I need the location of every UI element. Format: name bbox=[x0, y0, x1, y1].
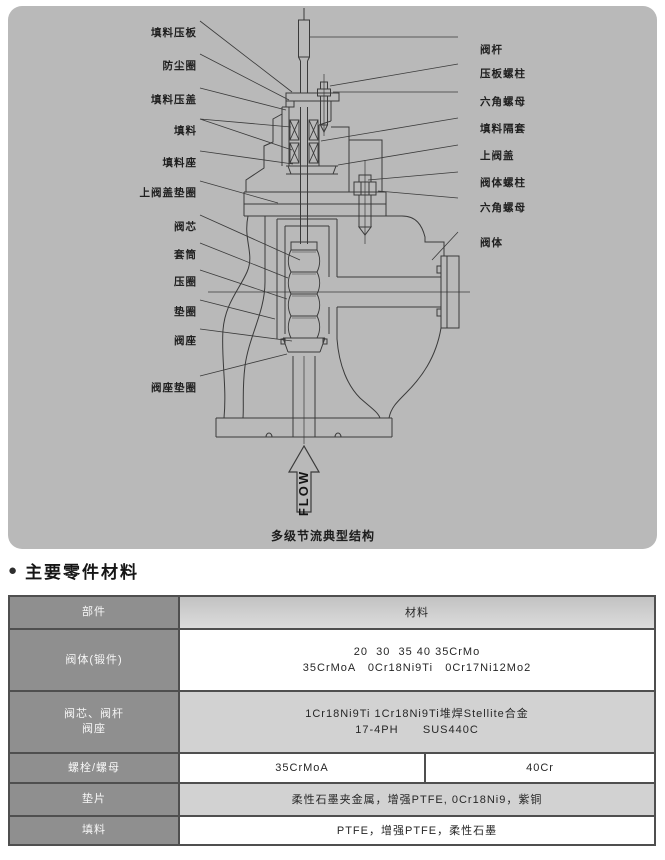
section-header: ● 主要零件材料 bbox=[8, 558, 139, 583]
row-part-cell: 阀芯、阀杆 阀座 bbox=[10, 692, 180, 752]
diagram-panel: FLOW 填料压板 防尘圈 填料压盖 填料 填料座 上阀盖垫圈 阀芯 套筒 压圈… bbox=[8, 6, 657, 549]
row-material-cell: 35CrMoA 40Cr bbox=[180, 754, 654, 782]
part-line: 阀座 bbox=[82, 723, 106, 735]
part-label-right: 压板螺柱 bbox=[480, 68, 526, 80]
part-label-left: 防尘圈 bbox=[162, 60, 197, 72]
part-label-left: 阀座垫圈 bbox=[151, 382, 197, 394]
row-part-cell: 垫片 bbox=[10, 784, 180, 815]
row-material-cell: 20 30 35 40 35CrMo 35CrMoA 0Cr18Ni9Ti 0C… bbox=[180, 630, 654, 690]
col-header-part: 部件 bbox=[10, 597, 180, 628]
part-label-right: 阀杆 bbox=[480, 44, 503, 56]
flow-label: FLOW bbox=[296, 470, 311, 516]
part-label-right: 填料隔套 bbox=[480, 123, 526, 135]
bullet-icon: ● bbox=[8, 562, 20, 579]
table-row: 螺栓/螺母 35CrMoA 40Cr bbox=[10, 752, 654, 782]
part-label-left: 阀座 bbox=[174, 335, 197, 347]
part-label-right: 六角螺母 bbox=[480, 96, 526, 108]
table-row: 阀芯、阀杆 阀座 1Cr18Ni9Ti 1Cr18Ni9Ti堆焊Stellite… bbox=[10, 690, 654, 752]
table-header-row: 部件 材料 bbox=[10, 597, 654, 628]
materials-table: 部件 材料 阀体(锻件) 20 30 35 40 35CrMo 35CrMoA … bbox=[8, 595, 656, 846]
part-label-left: 填料座 bbox=[162, 157, 197, 169]
part-label-right: 六角螺母 bbox=[480, 202, 526, 214]
valve-cross-section-drawing: FLOW bbox=[199, 8, 470, 516]
material-line: 柔性石墨夹金属，增强PTFE, 0Cr18Ni9，紫铜 bbox=[291, 793, 543, 806]
section-title: 主要零件材料 bbox=[25, 563, 140, 582]
part-line: 阀芯、阀杆 bbox=[64, 708, 124, 720]
part-label-left: 压圈 bbox=[174, 276, 197, 288]
flow-arrow-icon bbox=[287, 444, 321, 513]
row-part-cell: 螺栓/螺母 bbox=[10, 754, 180, 782]
row-material-cell: 1Cr18Ni9Ti 1Cr18Ni9Ti堆焊Stellite合金 17-4PH… bbox=[180, 692, 654, 752]
table-row: 填料 PTFE，增强PTFE，柔性石墨 bbox=[10, 815, 654, 844]
table-row: 垫片 柔性石墨夹金属，增强PTFE, 0Cr18Ni9，紫铜 bbox=[10, 782, 654, 815]
material-line: 35CrMoA 0Cr18Ni9Ti 0Cr17Ni12Mo2 bbox=[302, 662, 532, 674]
part-label-left: 填料压板 bbox=[151, 27, 197, 39]
part-label-left: 垫圈 bbox=[174, 306, 197, 318]
part-label-left: 填料 bbox=[174, 125, 197, 137]
material-cell-right: 40Cr bbox=[424, 754, 654, 782]
diagram-caption: 多级节流典型结构 bbox=[270, 529, 375, 543]
part-label-left: 阀芯 bbox=[174, 221, 197, 233]
part-label-left: 上阀盖垫圈 bbox=[139, 187, 197, 199]
part-label-left: 套筒 bbox=[174, 249, 197, 261]
material-cell-left: 35CrMoA bbox=[275, 762, 329, 774]
row-material-cell: PTFE，增强PTFE，柔性石墨 bbox=[180, 817, 654, 844]
col-header-material: 材料 bbox=[180, 597, 654, 628]
row-part-cell: 阀体(锻件) bbox=[10, 630, 180, 690]
row-part-cell: 填料 bbox=[10, 817, 180, 844]
material-line: PTFE，增强PTFE，柔性石墨 bbox=[336, 824, 498, 837]
part-label-right: 上阀盖 bbox=[480, 150, 515, 162]
material-line: 20 30 35 40 35CrMo bbox=[353, 646, 481, 658]
part-label-right: 阀体 bbox=[480, 237, 503, 249]
part-label-left: 填料压盖 bbox=[151, 94, 197, 106]
material-line: 17-4PH SUS440C bbox=[355, 724, 479, 736]
material-line: 1Cr18Ni9Ti 1Cr18Ni9Ti堆焊Stellite合金 bbox=[305, 708, 529, 720]
part-label-right: 阀体螺柱 bbox=[480, 177, 526, 189]
row-material-cell: 柔性石墨夹金属，增强PTFE, 0Cr18Ni9，紫铜 bbox=[180, 784, 654, 815]
table-row: 阀体(锻件) 20 30 35 40 35CrMo 35CrMoA 0Cr18N… bbox=[10, 628, 654, 690]
